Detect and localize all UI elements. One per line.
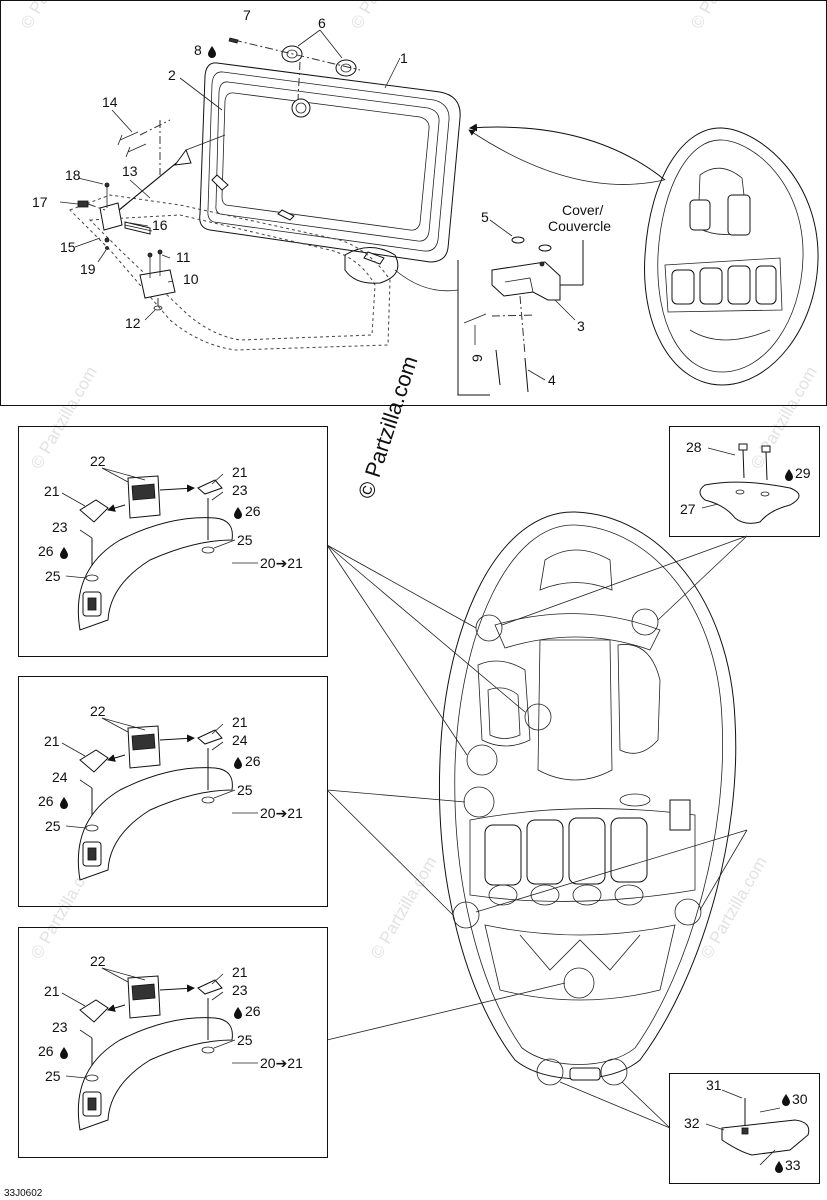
callout-18: 18 <box>65 167 81 183</box>
box1-callout-23a: 23 <box>52 519 68 535</box>
drop-icon <box>234 1007 242 1019</box>
watermark-tile: © Partzilla.com <box>17 0 91 32</box>
top-callout-lines <box>59 29 576 381</box>
box3-callout-23a: 23 <box>52 1019 68 1035</box>
watermark-tile: © Partzilla.com <box>747 363 821 472</box>
box3-callout-21a: 21 <box>44 983 60 999</box>
box3-callout-23b: 23 <box>232 982 248 998</box>
cover-lid <box>199 62 461 265</box>
box2-callout-25b: 25 <box>237 782 253 798</box>
callout-30: 30 <box>792 1091 808 1107</box>
detail-box-3 <box>18 927 328 1158</box>
box1-callout-26b: 26 <box>245 503 261 519</box>
callout-6: 6 <box>318 15 326 31</box>
box1-callout-21a: 21 <box>44 483 60 499</box>
box3-callout-22: 22 <box>90 953 106 969</box>
leader-lines <box>326 535 748 1129</box>
callout-7: 7 <box>243 7 251 23</box>
drop-icon <box>785 469 793 481</box>
callout-11: 11 <box>176 249 191 265</box>
drop-icon <box>60 547 68 559</box>
box2-callout-22: 22 <box>90 703 106 719</box>
box3-callout-25b: 25 <box>237 1032 253 1048</box>
box1-callout-23b: 23 <box>232 482 248 498</box>
watermark-tile: © Partzilla.com <box>367 853 441 962</box>
box3-callout-25a: 25 <box>45 1068 61 1084</box>
drop-icon <box>60 1047 68 1059</box>
strap-13 <box>112 134 226 216</box>
drop-icon <box>234 507 242 519</box>
callout-10: 10 <box>183 271 199 287</box>
rear-box <box>669 1073 820 1184</box>
bracket-10-12 <box>139 249 176 311</box>
box2-callout-25a: 25 <box>45 818 61 834</box>
box2-callout-26b: 26 <box>245 753 261 769</box>
box1-callout-22: 22 <box>90 453 106 469</box>
callout-5: 5 <box>481 209 489 225</box>
box1-callout-25b: 25 <box>237 532 253 548</box>
callout-33: 33 <box>785 1157 801 1173</box>
cover-label-line2: Couvercle <box>548 218 611 234</box>
hinge-detail <box>344 236 584 396</box>
box2-callout-24b: 24 <box>232 732 248 748</box>
callout-3: 3 <box>577 318 585 334</box>
detail-box-2 <box>18 676 328 907</box>
screw-7 <box>228 37 239 44</box>
box2-callout-26a: 26 <box>38 793 54 809</box>
rivets-14 <box>117 119 171 175</box>
callout-12: 12 <box>125 315 141 331</box>
callout-2: 2 <box>168 67 176 83</box>
callout-15: 15 <box>60 239 76 255</box>
box3-callout-20-21: 20➔21 <box>260 1055 303 1071</box>
watermark-tile: © Partzilla.com <box>687 0 761 32</box>
boat-main-view <box>438 511 737 1081</box>
drop-icon <box>775 1161 783 1173</box>
bracket-15-19 <box>77 182 153 250</box>
callout-28: 28 <box>686 439 702 455</box>
callout-32: 32 <box>684 1115 700 1131</box>
box2-callout-21b: 21 <box>232 714 248 730</box>
watermark-tile: © Partzilla.com <box>347 0 421 32</box>
callout-8: 8 <box>194 42 202 58</box>
box1-callout-26a: 26 <box>38 543 54 559</box>
box1-callout-20-21: 20➔21 <box>260 555 303 571</box>
detail-box-1 <box>18 426 328 657</box>
callout-13: 13 <box>122 163 138 179</box>
box3-callout-21b: 21 <box>232 964 248 980</box>
box1-callout-25a: 25 <box>45 568 61 584</box>
hull-outline-dashed-inner <box>88 214 376 341</box>
callout-27: 27 <box>680 501 696 517</box>
hull-outline-dashed <box>69 194 391 351</box>
callout-1: 1 <box>400 50 408 66</box>
callout-9: 9 <box>469 354 485 362</box>
callout-14: 14 <box>102 94 118 110</box>
box2-callout-24a: 24 <box>52 769 68 785</box>
cover-label-line1: Cover/ <box>562 202 603 218</box>
arrow-to-cover <box>469 123 666 181</box>
callout-4: 4 <box>548 372 556 388</box>
callout-17: 17 <box>32 194 48 210</box>
box2-callout-20-21: 20➔21 <box>260 805 303 821</box>
box2-callout-21a: 21 <box>44 733 60 749</box>
drop-icon <box>234 757 242 769</box>
callout-31: 31 <box>706 1077 722 1093</box>
drop-icon <box>782 1094 790 1106</box>
diagram-code: 33J0602 <box>4 1188 43 1199</box>
caps-6 <box>281 45 357 77</box>
drop-icon <box>208 46 216 58</box>
drop-icon <box>60 797 68 809</box>
watermark-main: © Partzilla.com <box>353 353 423 502</box>
box1-callout-21b: 21 <box>232 464 248 480</box>
callout-16: 16 <box>152 217 168 233</box>
callout-19: 19 <box>80 261 96 277</box>
box3-callout-26a: 26 <box>38 1043 54 1059</box>
callout-29: 29 <box>795 465 811 481</box>
box3-callout-26b: 26 <box>245 1003 261 1019</box>
boat-top-view <box>468 127 819 386</box>
